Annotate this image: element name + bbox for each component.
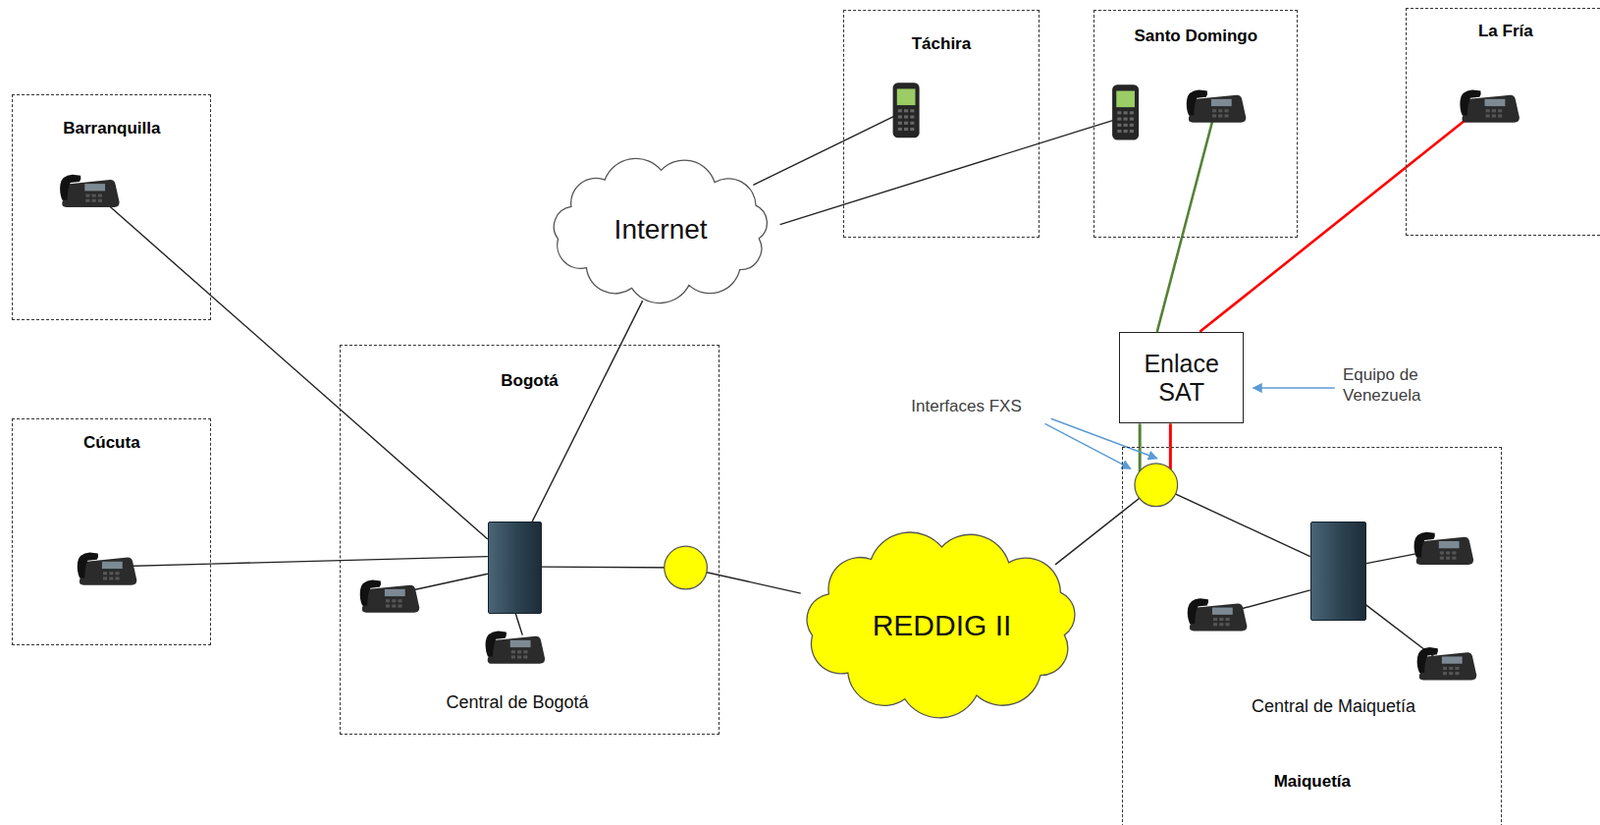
site-region: Central de MaiquetíaMaiquetía xyxy=(1121,446,1502,825)
cloud-shape xyxy=(553,158,767,303)
link-line xyxy=(1055,511,1122,565)
callout-label: Interfaces FXS xyxy=(910,395,1055,417)
network-cloud: Internet xyxy=(531,151,792,310)
wire xyxy=(403,573,488,592)
stub-lines xyxy=(89,102,1488,567)
central-name: Central de Maiquetía xyxy=(1221,694,1446,717)
site-name: Barranquilla xyxy=(12,118,211,139)
link-line xyxy=(1157,237,1182,332)
mobile-phone xyxy=(893,82,920,138)
site-name: Bogotá xyxy=(340,371,719,391)
link-line xyxy=(532,300,643,522)
site-region: Santo Domingo xyxy=(1093,9,1298,238)
desk-phone xyxy=(77,551,138,585)
desk-phone xyxy=(360,579,421,612)
link-line xyxy=(1199,166,1406,332)
site-region: La Fría xyxy=(1405,7,1600,236)
wire xyxy=(1234,589,1311,611)
wire xyxy=(1156,484,1311,557)
site-name: Cúcuta xyxy=(12,432,211,453)
router-node xyxy=(664,545,708,589)
desk-phone xyxy=(1187,597,1248,631)
desk-phone xyxy=(485,630,546,663)
equipment-name: Enlace SAT xyxy=(1123,349,1239,407)
wire xyxy=(1365,603,1435,656)
mobile-phone xyxy=(1112,84,1139,140)
site-name: Santo Domingo xyxy=(1094,26,1297,47)
callout-arrow xyxy=(1253,386,1335,388)
network-cloud: REDDIG II xyxy=(778,522,1106,727)
link-line xyxy=(211,295,488,539)
router-node xyxy=(1134,463,1178,507)
site-name: Táchira xyxy=(844,34,1040,54)
site-region: Cúcuta xyxy=(11,418,212,645)
equipment-box: Enlace SAT xyxy=(1119,331,1244,425)
link-line xyxy=(780,126,1095,225)
desk-phone xyxy=(1186,89,1247,122)
desk-phone xyxy=(1459,89,1520,122)
network-name: Internet xyxy=(614,213,708,246)
link-line xyxy=(752,141,843,186)
pbx-central: Central de Bogotá xyxy=(487,521,542,614)
callout-label: Equipo de Venezuela xyxy=(1342,364,1450,406)
desk-phone xyxy=(59,174,120,208)
site-region: Barranquilla xyxy=(11,94,212,321)
cloud-shape xyxy=(806,532,1075,718)
wire xyxy=(515,612,523,636)
site-region: Central de Bogotá Bogotá xyxy=(339,344,720,735)
site-region: Táchira xyxy=(843,9,1041,238)
site-name: La Fría xyxy=(1406,21,1600,42)
desk-phone xyxy=(1417,646,1478,680)
pbx-central: Central de Maiquetía xyxy=(1310,521,1367,621)
link-line xyxy=(1169,423,1173,447)
callout-arrow xyxy=(1044,423,1130,469)
central-name: Central de Bogotá xyxy=(415,691,620,713)
network-name: REDDIG II xyxy=(872,607,1013,642)
callout-arrow xyxy=(1051,418,1158,459)
device-wire xyxy=(1181,106,1217,238)
link-line xyxy=(211,556,488,565)
link-line xyxy=(1138,423,1142,447)
site-name: Maiquetía xyxy=(1122,771,1501,792)
desk-phone xyxy=(1414,532,1475,565)
